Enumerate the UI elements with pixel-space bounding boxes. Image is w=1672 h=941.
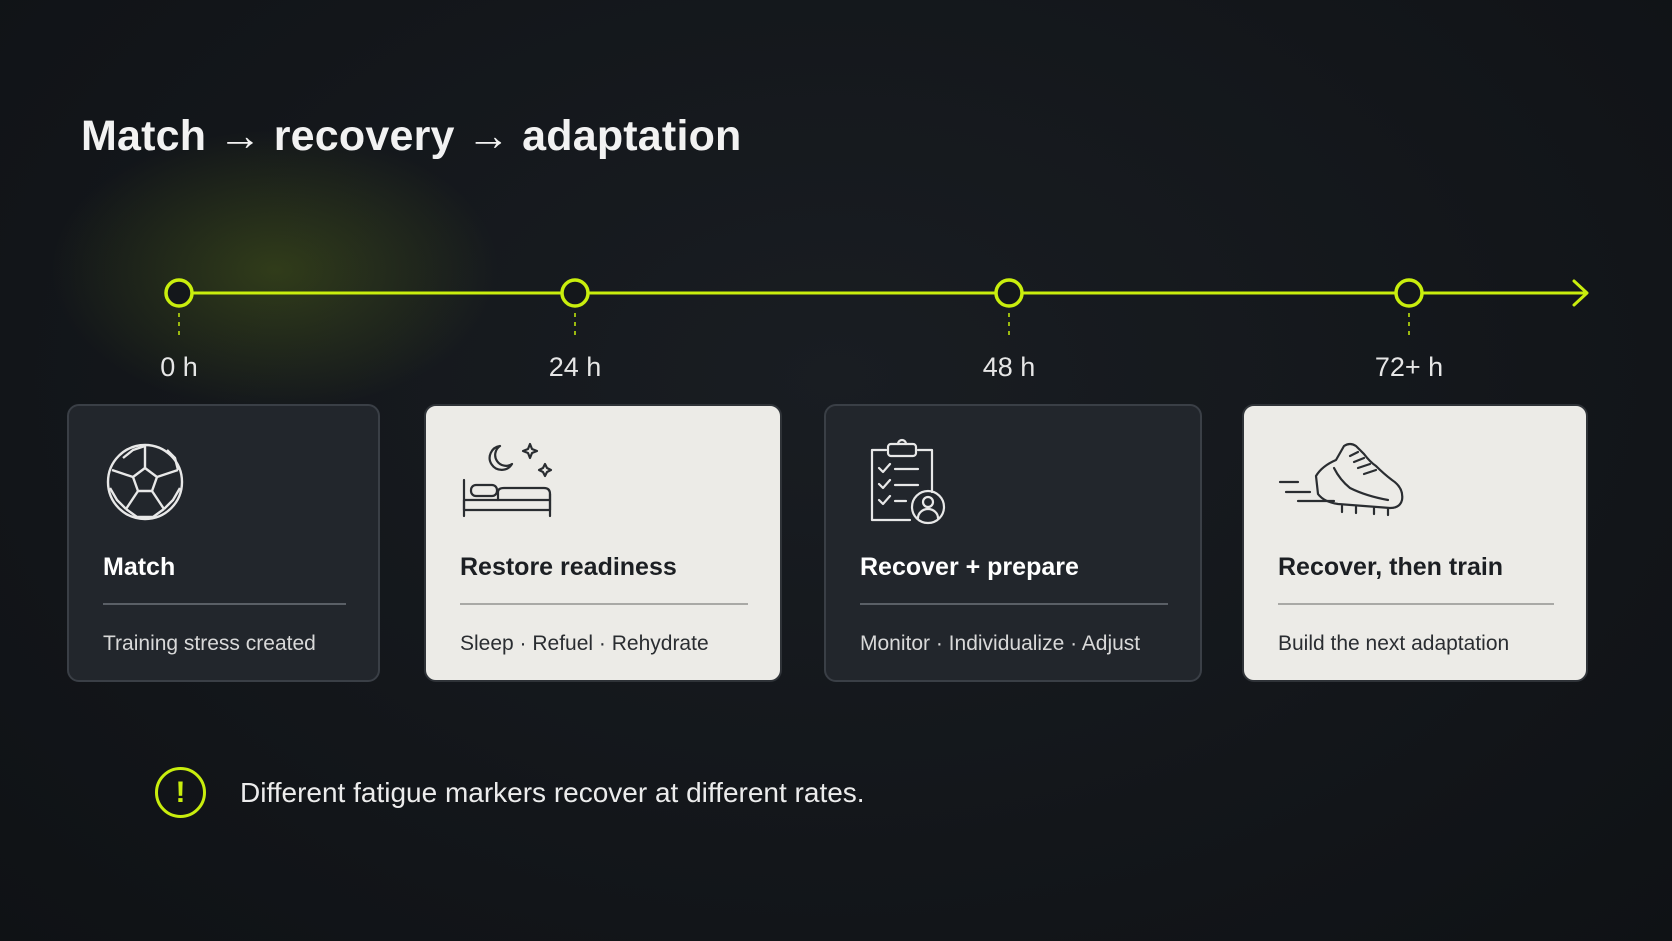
card-title: Match	[103, 553, 176, 581]
bed-moon-icon	[462, 442, 553, 518]
tick-label-24h: 24 h	[548, 352, 602, 382]
card-subtitle: Sleep · Refuel · Rehydrate	[460, 632, 709, 655]
card-subtitle: Build the next adaptation	[1278, 632, 1510, 655]
card-recover-then-train: Recover, then train Build the next adapt…	[1242, 404, 1588, 682]
timeline-arrow-icon	[1572, 279, 1589, 307]
running-shoe-icon	[1278, 442, 1404, 517]
timeline	[164, 278, 1589, 338]
card-subtitle: Training stress created	[103, 632, 316, 655]
timeline-node-24h	[560, 278, 590, 338]
tick-label-0h: 0 h	[160, 352, 198, 382]
tick-label-72h: 72+ h	[1374, 352, 1444, 382]
card-divider	[460, 603, 748, 605]
fatigue-note: ! Different fatigue markers recover at d…	[155, 767, 865, 818]
timeline-node-0h	[164, 278, 194, 338]
tick-label-48h: 48 h	[982, 352, 1036, 382]
timeline-node-72h	[1394, 278, 1424, 338]
clipboard-person-icon	[870, 438, 946, 525]
timeline-node-48h	[994, 278, 1024, 338]
card-divider	[103, 603, 346, 605]
card-divider	[860, 603, 1168, 605]
card-restore-readiness: Restore readiness Sleep · Refuel · Rehyd…	[424, 404, 782, 682]
soccer-ball-icon	[106, 443, 184, 521]
card-match: Match Training stress created	[67, 404, 380, 682]
card-subtitle: Monitor · Individualize · Adjust	[860, 632, 1141, 655]
page-title: Match → recovery → adaptation	[81, 112, 742, 160]
card-divider	[1278, 603, 1554, 605]
card-title: Recover, then train	[1278, 553, 1504, 581]
exclamation-icon: !	[155, 767, 206, 818]
card-recover-prepare: Recover + prepare Monitor · Individualiz…	[824, 404, 1202, 682]
card-title: Recover + prepare	[860, 553, 1079, 581]
card-title: Restore readiness	[460, 553, 677, 581]
note-text: Different fatigue markers recover at dif…	[240, 776, 865, 808]
